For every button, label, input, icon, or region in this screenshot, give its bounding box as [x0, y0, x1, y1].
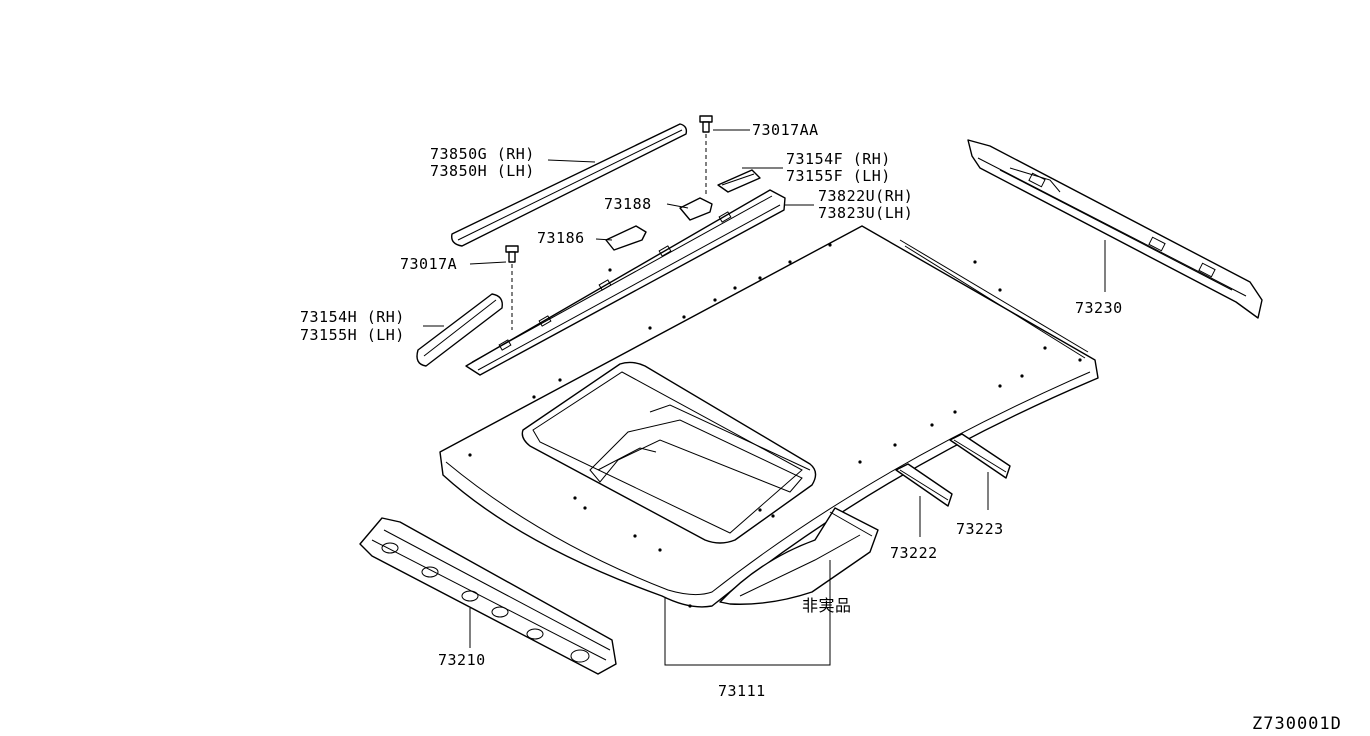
- label-73222: 73222: [890, 544, 938, 562]
- label-73230: 73230: [1075, 299, 1123, 317]
- label-73223: 73223: [956, 520, 1004, 538]
- label-73822u: 73822U(RH): [818, 187, 913, 205]
- bolt-73017a[interactable]: [505, 245, 519, 330]
- bolt-73017aa[interactable]: [699, 115, 713, 196]
- label-73850g: 73850G (RH): [430, 145, 535, 163]
- leader-lines: [423, 129, 1106, 666]
- front-cover[interactable]: [416, 293, 503, 367]
- clip-73186[interactable]: [605, 225, 647, 251]
- label-73017a: 73017A: [400, 255, 457, 273]
- rear-header-73230[interactable]: [967, 139, 1263, 319]
- label-73850h: 73850H (LH): [430, 162, 535, 180]
- label-73154h: 73154H (RH): [300, 308, 405, 326]
- rear-cover[interactable]: [717, 169, 761, 193]
- roof-bow-73222[interactable]: [895, 463, 953, 507]
- diagram-id: Z730001D: [1252, 714, 1342, 734]
- label-73210: 73210: [438, 651, 486, 669]
- roof-panel[interactable]: [439, 225, 1099, 608]
- label-73186: 73186: [537, 229, 585, 247]
- label-non-part: 非実品: [802, 596, 852, 615]
- label-73017aa: 73017AA: [752, 121, 819, 139]
- front-header-73210[interactable]: [359, 517, 617, 675]
- roof-rail[interactable]: [465, 189, 786, 376]
- roof-bow-73223[interactable]: [949, 433, 1011, 479]
- label-73188: 73188: [604, 195, 652, 213]
- label-73823u: 73823U(LH): [818, 204, 913, 222]
- label-73155f: 73155F (LH): [786, 167, 891, 185]
- label-73111: 73111: [718, 682, 766, 700]
- label-73155h: 73155H (LH): [300, 326, 405, 344]
- label-73154f: 73154F (RH): [786, 150, 891, 168]
- clip-73188[interactable]: [679, 197, 713, 221]
- roof-molding[interactable]: [451, 123, 688, 247]
